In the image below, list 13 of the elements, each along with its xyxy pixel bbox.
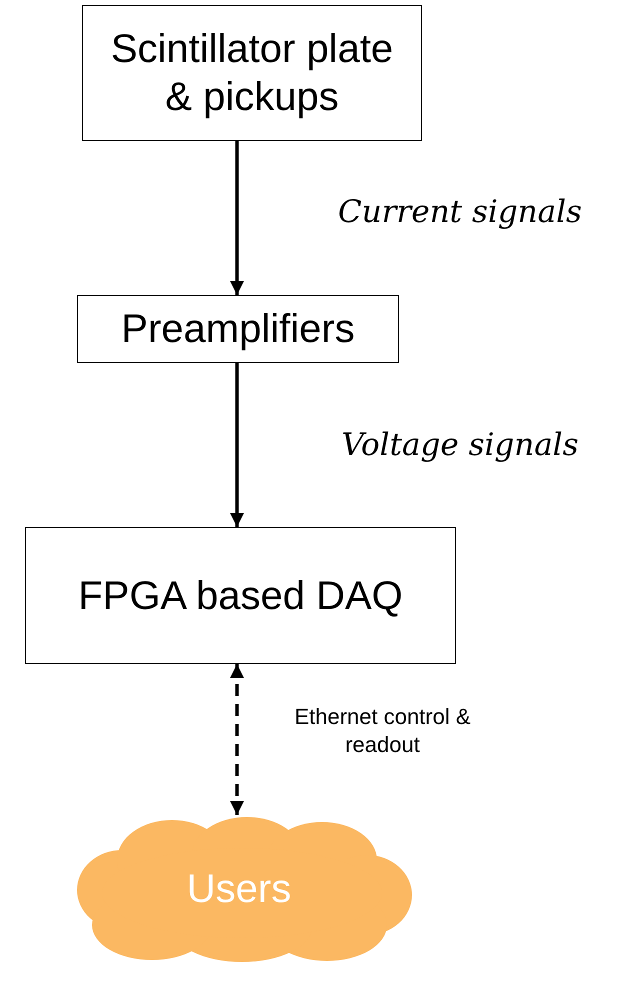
edge-label: Voltage signals — [340, 426, 580, 465]
edge-label: Current signals — [337, 193, 583, 232]
process-box — [82, 5, 422, 141]
node-label: Preamplifiers — [121, 306, 355, 353]
process-box — [77, 295, 399, 363]
arrow — [230, 664, 244, 815]
arrow — [230, 141, 244, 295]
process-box — [25, 527, 456, 664]
node-label: Users — [186, 866, 292, 913]
node-label: Scintillator plate & pickups — [110, 26, 394, 121]
edge-label: Ethernet control & readout — [293, 703, 472, 758]
arrow — [230, 363, 244, 527]
node-label: FPGA based DAQ — [78, 572, 403, 620]
